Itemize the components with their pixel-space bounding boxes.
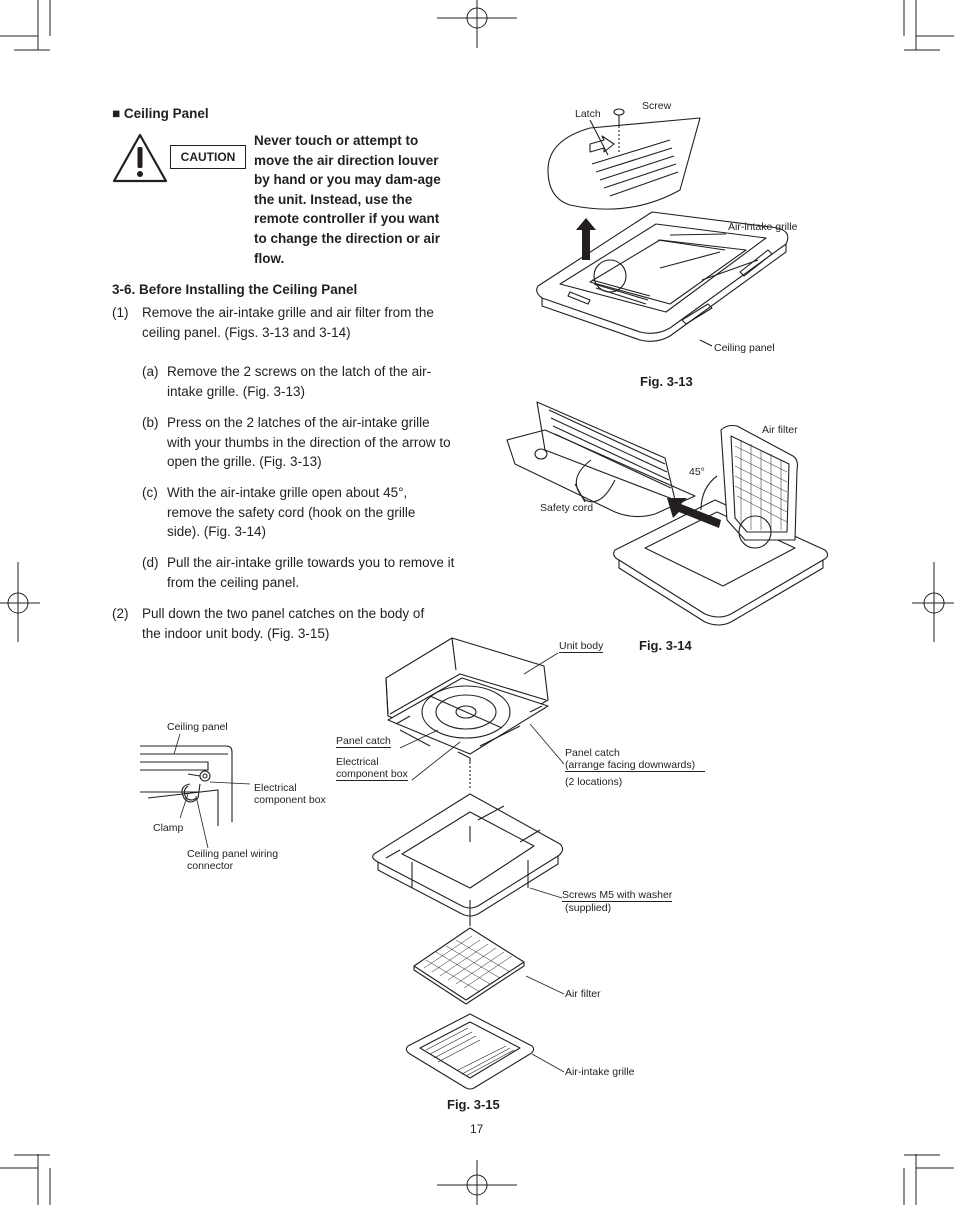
label-air-filter: Air filter [762,424,798,436]
substep-text: Remove the 2 screws on the latch of the … [167,364,432,399]
label-ceiling-panel: Ceiling panel [714,342,775,354]
page-number: 17 [470,1122,484,1136]
label-latch: Latch [575,108,601,120]
section-heading: ■ Ceiling Panel [112,106,209,121]
fig-caption: Fig. 3-13 [640,374,693,389]
label-clamp: Clamp [153,822,184,834]
label-air-filter: Air filter [565,988,601,1000]
label-electrical-inset: Electrical [254,782,297,794]
inset-leader-lines [173,733,251,849]
label-locations: (2 locations) [565,776,623,788]
subheading: 3-6. Before Installing the Ceiling Panel [112,282,358,297]
substep-number: (d) [142,555,159,570]
label-electrical-inset-2: component box [254,794,326,806]
label-safety-cord: Safety cord [540,502,594,514]
fig-3-15-leader-lines [399,652,565,1073]
label-wiring-connector-2: connector [187,860,234,872]
label-screws: Screws M5 with washer [562,889,673,902]
step-number: (1) [112,305,129,320]
label-panel-catch-right-2: (arrange facing downwards) [565,759,705,772]
label-screws-2: (supplied) [565,902,612,914]
label-air-intake-grille: Air-intake grille [565,1066,635,1078]
warning-triangle-icon [112,133,168,183]
label-air-intake-grille: Air-intake grille [728,221,798,233]
label-ceiling-panel-inset: Ceiling panel [167,721,228,733]
fig-caption: Fig. 3-14 [639,638,692,653]
label-electrical-box: Electrical [336,756,379,768]
step-text: Pull down the two panel catches on the b… [142,606,425,641]
step-text: Remove the air-intake grille and air fil… [142,305,434,340]
label-unit-body: Unit body [559,640,604,653]
label-angle: 45° [689,466,705,478]
label-panel-catch-right: Panel catch [565,747,620,759]
substep-number: (c) [142,485,158,500]
fig-3-14-illustration [506,401,829,626]
fig-3-15-inset [140,745,233,826]
step-number: (2) [112,606,129,621]
substep-text: With the air-intake grille open about 45… [167,485,416,540]
label-panel-catch: Panel catch [336,735,391,748]
caution-badge: CAUTION [170,145,246,169]
label-wiring-connector: Ceiling panel wiring [187,848,279,860]
fig-caption: Fig. 3-15 [447,1097,500,1112]
substep-text: Pull the air-intake grille towards you t… [167,555,455,590]
caution-text: Never touch or attempt to move the air d… [254,133,441,266]
substep-number: (b) [142,415,159,430]
label-screw: Screw [642,100,672,112]
substep-text: Press on the 2 latches of the air-intake… [167,415,451,470]
substep-number: (a) [142,364,159,379]
label-electrical-box-2: component box [336,768,408,781]
fig-3-13-illustration [536,108,789,347]
